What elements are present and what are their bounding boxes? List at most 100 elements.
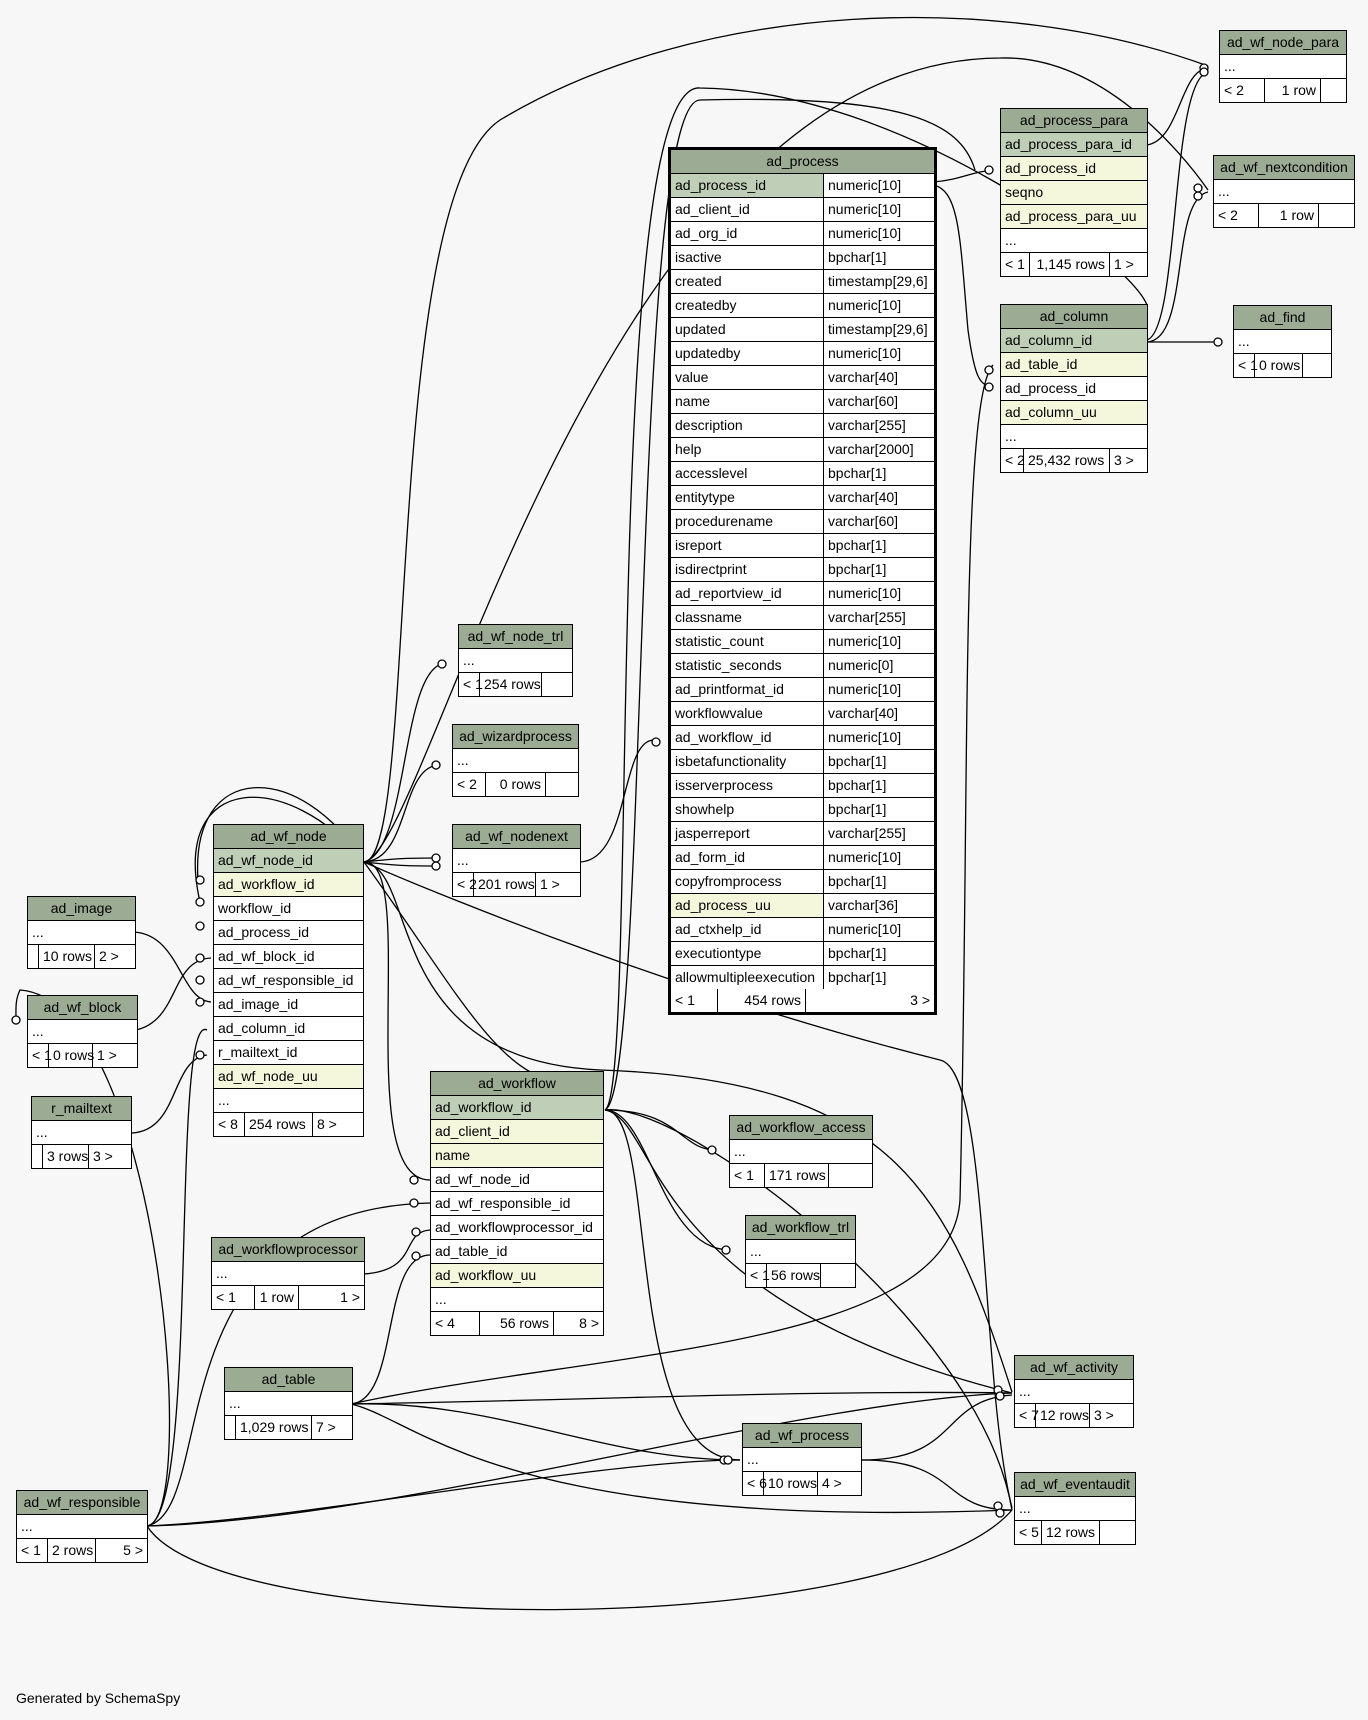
children-count[interactable]: 2 > (94, 945, 135, 968)
parents-count[interactable]: < 1 (21, 1542, 41, 1558)
children-count[interactable] (1318, 204, 1354, 227)
column: ad_workflow_id (218, 876, 315, 892)
parents-count[interactable]: < 1 (734, 1167, 754, 1183)
column: ... (734, 1143, 746, 1159)
children-count[interactable]: 3 > (1109, 449, 1147, 472)
table-title: ad_workflowprocessor (212, 1238, 364, 1262)
parents-count[interactable]: < 1 (216, 1289, 236, 1305)
children-count[interactable]: 1 > (535, 873, 580, 896)
children-count[interactable]: 7 > (311, 1416, 352, 1439)
table-title: ad_workflow (431, 1072, 603, 1096)
column-name: accesslevel (675, 465, 748, 481)
column-name: help (675, 441, 702, 457)
parents-count[interactable]: < 7 (1019, 1407, 1039, 1423)
children-count[interactable]: 3 > (805, 989, 934, 1012)
column: ... (1224, 58, 1236, 74)
children-count[interactable]: 5 > (95, 1539, 147, 1562)
column-name: procedurename (675, 513, 774, 529)
parents-count[interactable]: < 2 (1005, 452, 1025, 468)
children-count[interactable] (1099, 1521, 1135, 1544)
column: ad_process_id (1005, 160, 1097, 176)
parents-count[interactable]: < 4 (435, 1315, 455, 1331)
children-count[interactable] (828, 1164, 872, 1187)
parents-count[interactable]: < 5 (1019, 1524, 1039, 1540)
parents-count[interactable]: < 1 (463, 676, 483, 692)
column-type: numeric[10] (823, 342, 934, 365)
children-count[interactable]: 1 > (1109, 253, 1147, 276)
column: ... (218, 1092, 230, 1108)
column: ad_wf_node_id (435, 1171, 530, 1187)
parents-count[interactable] (28, 945, 38, 968)
table-title: r_mailtext (32, 1097, 131, 1121)
column: ... (1019, 1500, 1031, 1516)
table-ad_process_para[interactable]: ad_process_para ad_process_para_id ad_pr… (1000, 108, 1148, 277)
table-ad_column[interactable]: ad_column ad_column_id ad_table_id ad_pr… (1000, 304, 1148, 473)
children-count[interactable]: 1 > (298, 1286, 364, 1309)
parents-count[interactable]: < 8 (218, 1116, 238, 1132)
column: ad_wf_node_id (218, 852, 313, 868)
children-count[interactable] (541, 673, 572, 696)
column: ad_process_id (1005, 380, 1097, 396)
parents-count[interactable]: < 2 (457, 876, 477, 892)
parents-count[interactable]: < 1 (1238, 357, 1258, 373)
row-count: 1,029 rows (235, 1416, 311, 1439)
column-type: bpchar[1] (823, 462, 934, 485)
children-count[interactable]: 8 > (553, 1312, 603, 1335)
table-ad_wf_node[interactable]: ad_wf_node ad_wf_node_id ad_workflow_id … (213, 824, 364, 1137)
parents-count[interactable]: < 1 (32, 1047, 52, 1063)
table-title: ad_wf_responsible (17, 1491, 147, 1515)
table-ad_workflow[interactable]: ad_workflow ad_workflow_id ad_client_id … (430, 1071, 604, 1336)
column-name: description (675, 417, 743, 433)
children-count[interactable] (1302, 354, 1331, 377)
parents-count[interactable]: < 1 (675, 992, 695, 1008)
column: ad_workflowprocessor_id (435, 1219, 593, 1235)
children-count[interactable]: 4 > (817, 1472, 861, 1495)
parents-count[interactable]: < 1 (1005, 256, 1025, 272)
parents-count[interactable]: < 2 (1218, 207, 1238, 223)
children-count[interactable]: 8 > (312, 1113, 363, 1136)
table-title: ad_wf_nextcondition (1214, 156, 1354, 180)
children-count[interactable] (1320, 79, 1346, 102)
table-title: ad_wf_node_para (1220, 31, 1346, 55)
children-count[interactable]: 3 > (1089, 1404, 1133, 1427)
row-count: 171 rows (764, 1164, 828, 1187)
column: ad_process_para_uu (1005, 208, 1137, 224)
column-name: workflowvalue (675, 705, 763, 721)
children-count[interactable]: 1 > (92, 1044, 137, 1067)
column: ... (1019, 1383, 1031, 1399)
children-count[interactable] (820, 1264, 855, 1287)
parents-count[interactable]: < 1 (750, 1267, 770, 1283)
parents-count[interactable]: < 2 (1224, 82, 1244, 98)
children-count[interactable]: 3 > (88, 1145, 131, 1168)
parents-count[interactable]: < 2 (457, 776, 477, 792)
column: ... (457, 852, 469, 868)
parents-count[interactable]: < 6 (747, 1475, 767, 1491)
column: ad_table_id (1005, 356, 1078, 372)
parents-count[interactable] (225, 1416, 235, 1439)
children-count[interactable] (545, 773, 578, 796)
parents-count[interactable] (32, 1145, 42, 1168)
column: ... (229, 1395, 241, 1411)
row-count: 12 rows (1035, 1404, 1089, 1427)
